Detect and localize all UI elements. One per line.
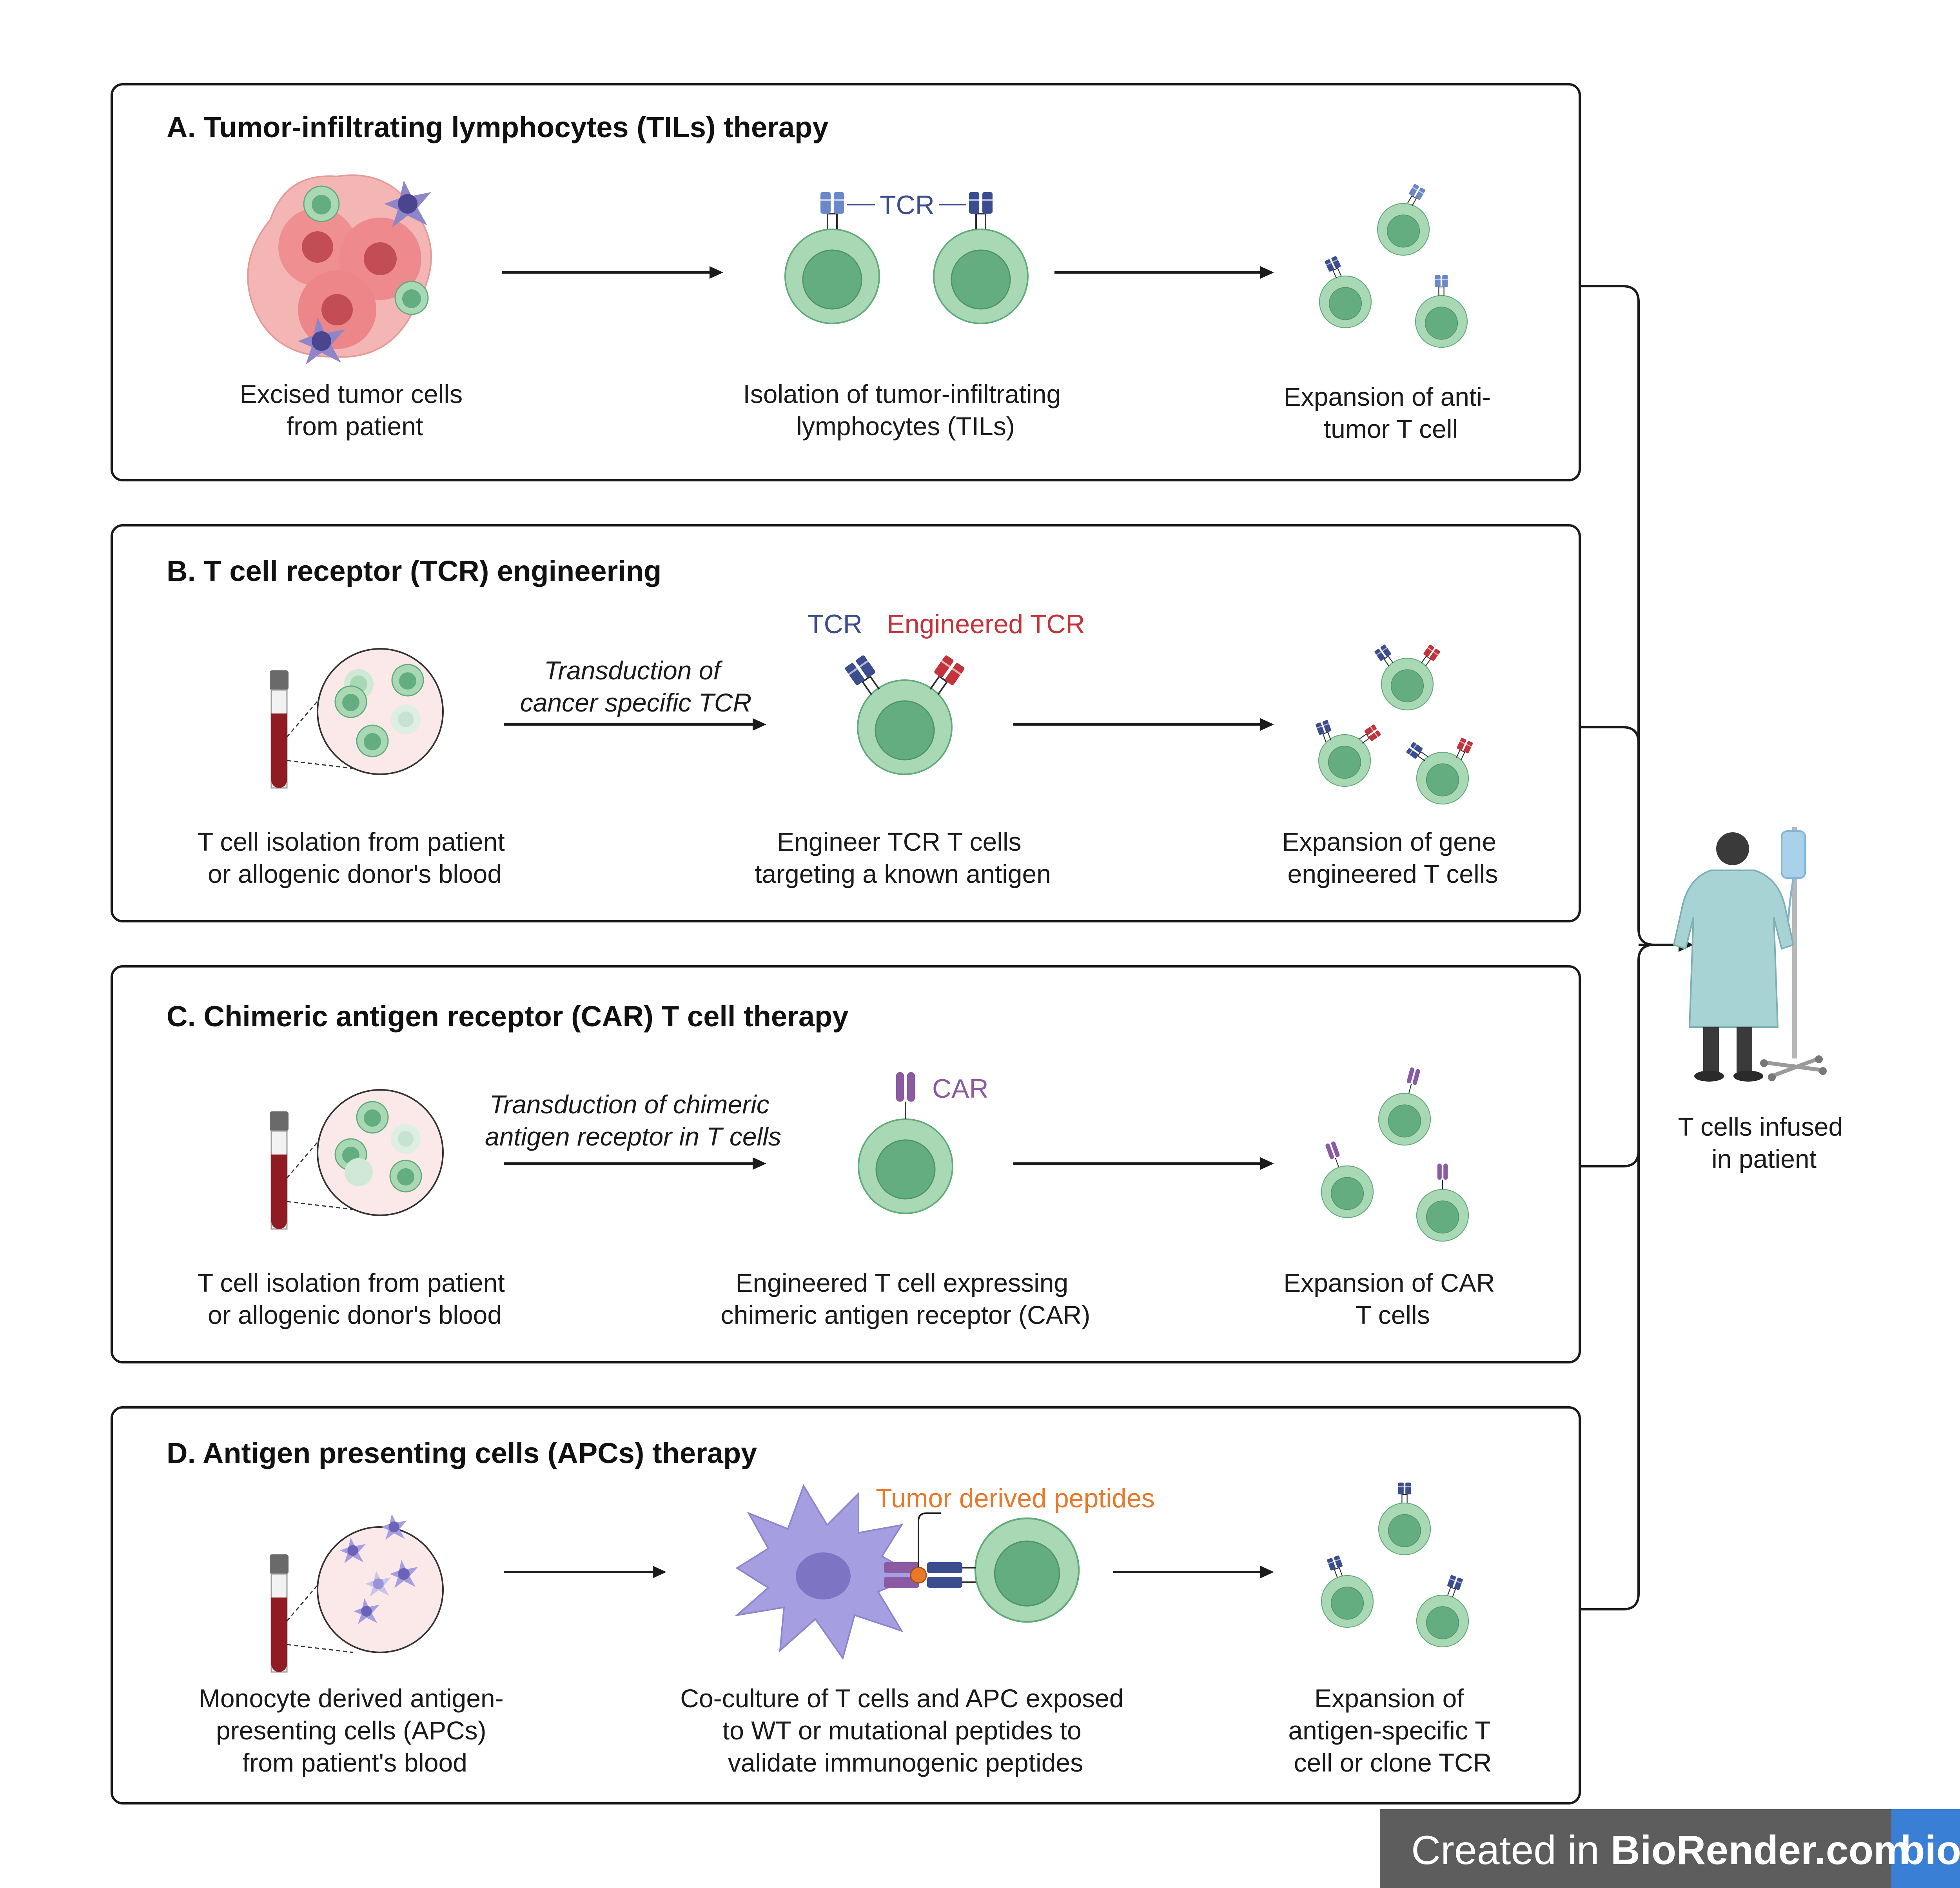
panel-c-caption-1: T cell isolation from patient or allogen… [198,1268,512,1329]
panel-c-arrow-text: Transduction of chimeric antigen recepto… [485,1090,781,1151]
panel-c-arrow-1: Transduction of chimeric antigen recepto… [485,1090,781,1170]
panel-d-title: D. Antigen presenting cells (APCs) thera… [167,1437,757,1469]
panel-c-caption-2: Engineered T cell expressing chimeric an… [721,1268,1091,1329]
watermark-text: Created in BioRender.com [1411,1828,1910,1873]
panel-c-caption-3: Expansion of CAR T cells [1283,1268,1502,1329]
panel-c-arrow-2 [1013,1157,1274,1170]
patient-iv-icon [1673,827,1827,1082]
engineered-tcr-label: Engineered TCR [887,609,1085,639]
blood-tube-icon [269,1111,289,1230]
panel-a-arrow-2 [1054,266,1274,279]
panel-b-box [111,524,1581,922]
biorender-logo-icon [1891,1809,1960,1888]
car-label: CAR [932,1074,989,1104]
panel-b-caption-2: Engineer TCR T cells targeting a known a… [755,827,1051,888]
magnifier-circle-icon [286,1514,444,1653]
watermark-bar [1380,1809,1960,1888]
merge-bracket [1580,285,1693,1610]
panel-a-title: A. Tumor-infiltrating lymphocytes (TILs)… [167,111,828,143]
apc-dendritic-icon [734,1484,919,1660]
blood-tube-icon [269,1554,289,1673]
panel-a-caption-2: Isolation of tumor-infiltrating lymphocy… [743,379,1068,441]
tcr-label: TCR [808,609,862,639]
magnifier-circle-icon [286,648,444,775]
panel-d-arrow-2 [1113,1566,1274,1578]
tumor-mass-icon [247,174,432,365]
panel-a-arrow-1 [502,266,723,279]
panel-a-caption-1: Excised tumor cells from patient [240,379,470,441]
panel-d-caption-3: Expansion of antigen-specific T cell or … [1288,1684,1497,1777]
panel-b: B. T cell receptor (TCR) engineering Tra… [111,524,1581,922]
panel-d-caption-1: Monocyte derived antigen- presenting cel… [199,1684,511,1777]
panel-b-caption-1: T cell isolation from patient or allogen… [198,827,512,888]
panel-b-arrow-1: Transduction of cancer specific TCR [504,656,766,731]
panel-a: A. Tumor-infiltrating lymphocytes (TILs)… [111,83,1581,481]
biorender-logo-text: bio [1900,1828,1960,1873]
t-cell-icon [975,1518,1079,1622]
biorender-watermark[interactable]: bio Created in BioRender.com [1380,1809,1960,1888]
panel-d-arrow-1 [504,1566,666,1578]
panel-c: C. Chimeric antigen receptor (CAR) T cel… [111,965,1581,1363]
mhc-tcr-complex [884,1512,976,1588]
blood-tube-icon [269,670,289,789]
panel-d: D. Antigen presenting cells (APCs) thera… [111,1406,1581,1804]
tumor-peptides-label: Tumor derived peptides [876,1483,1155,1513]
tcr-label: TCR [880,190,935,220]
panel-c-title: C. Chimeric antigen receptor (CAR) T cel… [167,1000,848,1033]
panel-b-arrow-2 [1013,718,1274,731]
magnifier-circle-icon [286,1089,444,1216]
panel-c-box [111,965,1581,1363]
patient-caption: T cells infused in patient [1678,1112,1850,1173]
panel-b-title: B. T cell receptor (TCR) engineering [167,555,661,587]
panel-b-arrow-text: Transduction of cancer specific TCR [520,656,752,717]
panel-a-caption-3: Expansion of anti- tumor T cell [1284,382,1498,443]
tcr-label-group: TCR [847,190,966,220]
panel-d-caption-2: Co-culture of T cells and APC exposed to… [680,1684,1131,1777]
panel-b-caption-3: Expansion of gene engineered T cells [1282,827,1503,888]
